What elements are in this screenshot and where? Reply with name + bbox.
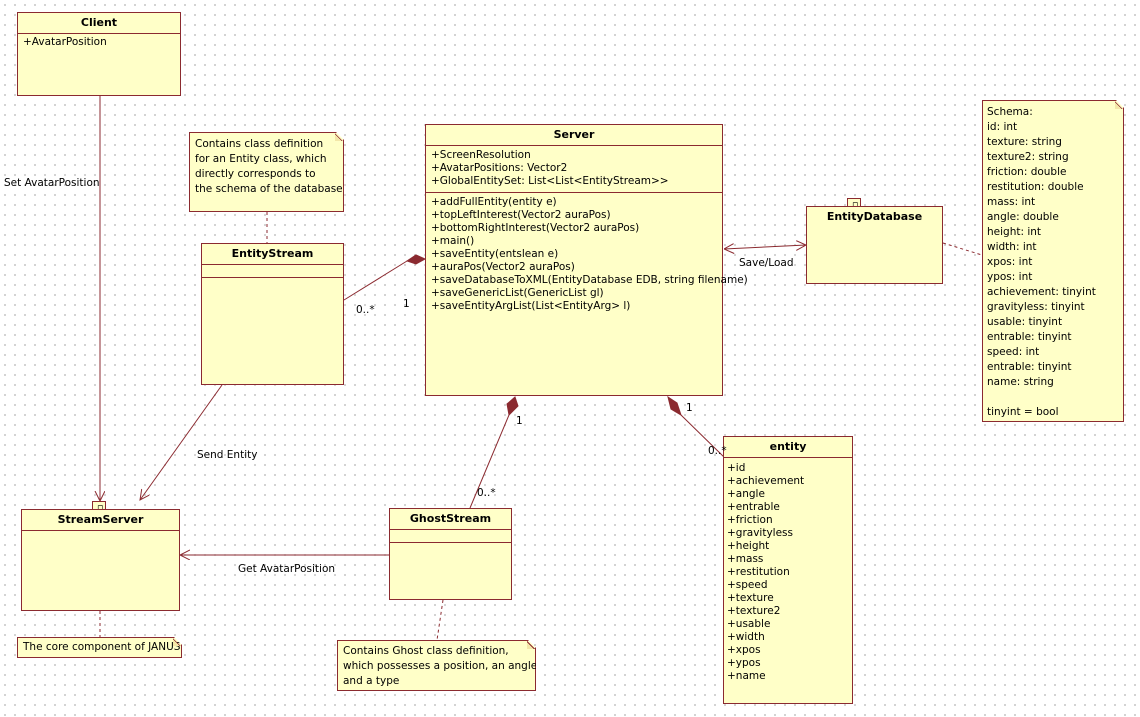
multiplicity-label: 0..* xyxy=(356,304,375,316)
composition-diamond-ghoststream xyxy=(506,396,519,417)
package-icon: ┌┐ xyxy=(851,199,860,207)
multiplicity-label: 0..* xyxy=(708,445,727,457)
edge-entitystream-server xyxy=(343,260,408,301)
package-tab: ┌┐ xyxy=(847,198,861,207)
package-icon: ┌┐ xyxy=(96,502,105,510)
package-entity-database[interactable]: EntityDatabase xyxy=(806,206,943,284)
operation-section xyxy=(202,278,343,286)
edge-label-save-load: Save/Load xyxy=(739,257,794,269)
attribute-section: +id +achievement +angle +entrable +frict… xyxy=(727,462,805,682)
class-server[interactable]: Server +ScreenResolution +AvatarPosition… xyxy=(425,124,748,396)
edge-entity-server xyxy=(680,414,727,460)
note-ghost-stream[interactable]: Contains Ghost class definition, which p… xyxy=(337,640,536,691)
edge-send-entity xyxy=(140,384,223,500)
attribute-section xyxy=(390,530,511,543)
edge-label-get-avatar-position: Get AvatarPosition xyxy=(238,563,336,575)
class-name: Client xyxy=(18,13,180,34)
operation-section xyxy=(390,543,511,551)
package-stream-server[interactable]: StreamServer xyxy=(21,509,180,611)
class-name: EntityStream xyxy=(202,244,343,265)
edge-label-set-avatar-position: Set AvatarPosition xyxy=(4,177,100,189)
multiplicity-label: 1 xyxy=(403,298,410,310)
attribute-section: +ScreenResolution +AvatarPositions: Vect… xyxy=(426,146,722,193)
attribute-section: +AvatarPosition xyxy=(18,34,180,51)
multiplicity-label: 0..* xyxy=(477,487,496,499)
package-tab: ┌┐ xyxy=(92,501,106,510)
anchor-ghost-note xyxy=(436,599,444,641)
attribute-section xyxy=(202,265,343,278)
class-entity-stream[interactable]: EntityStream xyxy=(201,243,344,385)
class-name: entity xyxy=(724,437,852,458)
note-stream-server[interactable]: The core component of JANUS xyxy=(17,637,182,658)
class-entity[interactable]: entity +id +achievement +angle +entrable… xyxy=(723,436,853,704)
package-name: EntityDatabase xyxy=(826,210,923,223)
class-client[interactable]: Client +AvatarPosition xyxy=(17,12,181,96)
operation-section: +addFullEntity(entity e) +topLeftInteres… xyxy=(431,196,748,312)
edge-save-load xyxy=(724,245,806,249)
composition-diamond-entity xyxy=(667,395,682,417)
note-entity-stream[interactable]: Contains class definition for an Entity … xyxy=(189,132,344,212)
composition-diamond-entitystream xyxy=(405,254,427,265)
note-schema[interactable]: Schema: id: int texture: string texture2… xyxy=(982,100,1124,422)
multiplicity-label: 1 xyxy=(516,415,523,427)
class-ghost-stream[interactable]: GhostStream xyxy=(389,508,512,600)
package-name: StreamServer xyxy=(22,510,179,531)
edge-label-send-entity: Send Entity xyxy=(197,449,258,461)
class-name: GhostStream xyxy=(390,509,511,530)
class-name: Server xyxy=(426,125,722,146)
multiplicity-label: 1 xyxy=(686,402,693,414)
attribute: +AvatarPosition xyxy=(23,36,107,48)
anchor-schema-note xyxy=(942,242,983,256)
edge-ghoststream-server xyxy=(469,414,510,509)
